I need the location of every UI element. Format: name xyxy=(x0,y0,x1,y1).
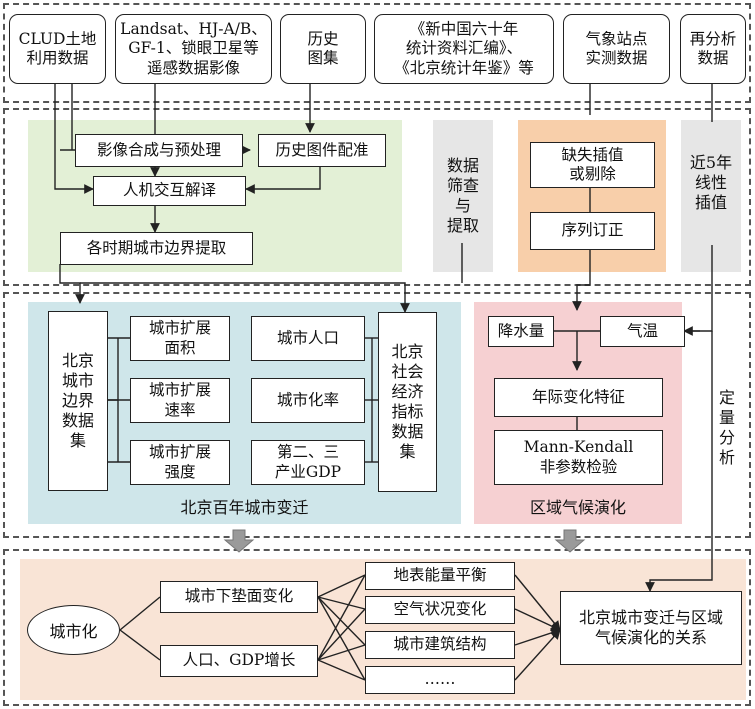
interpolation-panel xyxy=(681,120,741,272)
series-correct-box: 序列订正 xyxy=(530,212,655,250)
section-relation-frame xyxy=(3,549,751,706)
historical-atlas: 历史 图集 xyxy=(280,14,366,84)
quantitative-analysis-label: 定 量 分 析 xyxy=(714,378,740,478)
temperature-box: 气温 xyxy=(600,316,685,347)
section-sources-frame xyxy=(3,3,751,103)
urbanization-ellipse: 城市化 xyxy=(27,605,120,655)
socio-economic-dataset: 北京 社会 经济 指标 数据 集 xyxy=(378,312,437,492)
down-arrow-icon xyxy=(223,529,255,553)
air-condition-box: 空气状况变化 xyxy=(365,596,515,624)
section-processing-frame xyxy=(3,108,751,286)
expansion-intensity-box: 城市扩展 强度 xyxy=(130,440,230,485)
urban-population-box: 城市人口 xyxy=(251,316,365,361)
gdp-box: 第二、三 产业GDP xyxy=(251,440,365,485)
urbanization-rate-box: 城市化率 xyxy=(251,378,365,423)
data-filter-panel xyxy=(433,120,493,272)
interpret-box: 人机交互解译 xyxy=(93,176,246,206)
linear-interp-label: 近5年 线性 插值 xyxy=(689,152,733,212)
beijing-boundary-dataset: 北京 城市 边界 数据 集 xyxy=(48,311,108,491)
expansion-area-box: 城市扩展 面积 xyxy=(130,316,230,361)
missing-fill-box: 缺失插值 或剔除 xyxy=(530,142,655,188)
expansion-rate-box: 城市扩展 速率 xyxy=(130,378,230,423)
clud-landuse-data: CLUD土地 利用数据 xyxy=(9,14,106,84)
energy-balance-box: 地表能量平衡 xyxy=(365,562,515,590)
reanalysis-data: 再分析 数据 xyxy=(680,14,746,84)
history-register-box: 历史图件配准 xyxy=(258,134,386,167)
climate-evolution-title: 区域气候演化 xyxy=(529,498,626,517)
precipitation-box: 降水量 xyxy=(488,316,554,347)
statistical-yearbooks: 《新中国六十年 统计资料汇编》、 《北京统计年鉴》等 xyxy=(374,14,554,84)
section-analysis-frame xyxy=(3,292,751,538)
data-filter-label: 数据 筛查 与 提取 xyxy=(446,156,479,235)
pop-gdp-box: 人口、GDP增长 xyxy=(160,645,318,677)
relation-result-box: 北京城市变迁与区域 气候演化的关系 xyxy=(560,591,742,665)
urban-change-title: 北京百年城市变迁 xyxy=(180,498,309,517)
weather-station-data: 气象站点 实测数据 xyxy=(563,14,670,84)
mann-kendall-box: Mann-Kendall 非参数检验 xyxy=(494,430,663,485)
surface-change-box: 城市下垫面变化 xyxy=(160,581,318,613)
interannual-box: 年际变化特征 xyxy=(494,378,663,417)
boundary-extract-box: 各时期城市边界提取 xyxy=(60,232,253,265)
remote-sensing-imagery: Landsat、HJ-A/B、 GF-1、锁眼卫星等 遥感数据影像 xyxy=(115,14,272,84)
building-structure-box: 城市建筑结构 xyxy=(365,631,515,659)
etc-box: …… xyxy=(365,666,515,694)
down-arrow-icon xyxy=(554,529,586,553)
image-compose-box: 影像合成与预处理 xyxy=(75,134,243,167)
